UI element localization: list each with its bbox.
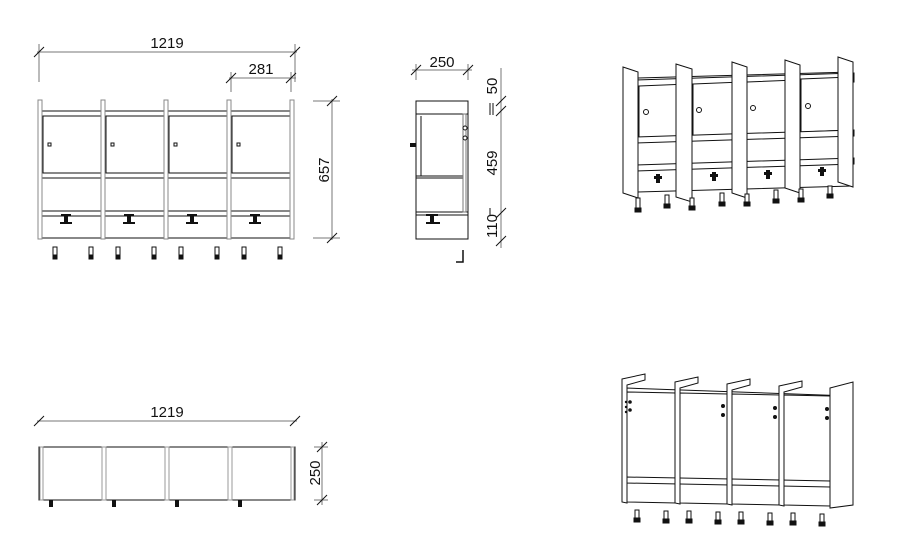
door-knob-icon (696, 107, 702, 113)
dim-label-plan-depth: 250 (307, 460, 324, 485)
leg-icon (151, 246, 157, 260)
dimension-plan-depth (314, 441, 328, 506)
dim-label-plan-width: 1219 (150, 404, 183, 421)
front-cabinet (37, 99, 295, 240)
dimension-section-width (225, 72, 297, 92)
legs (633, 509, 826, 527)
dimension-overall-height (313, 95, 340, 244)
dim-label-section: 281 (248, 61, 273, 78)
dim-label-height: 657 (316, 157, 333, 182)
legs (52, 246, 283, 260)
door-knob-icon (47, 142, 52, 147)
plan-legs (49, 500, 242, 507)
hinge-icon (628, 400, 632, 404)
door-knob-icon (236, 142, 241, 147)
hinge-icon (462, 135, 468, 141)
door-knob-icon (410, 143, 416, 147)
leg-icon (214, 246, 220, 260)
coat-hook-icon (186, 214, 198, 224)
top-plan-view: 1219 250 (33, 404, 328, 507)
leg-icon (52, 246, 58, 260)
door-knob-icon (750, 105, 756, 111)
plan-cabinet (38, 446, 296, 501)
hinge-icon (773, 406, 777, 410)
isometric-back-view (621, 373, 854, 527)
dimension-depth (410, 64, 474, 80)
door-knob-icon (805, 103, 811, 109)
dim-label-width: 1219 (150, 35, 183, 52)
dimension-overall-width (33, 44, 301, 82)
dim-label-top: 50 (484, 78, 501, 95)
coat-hook-icon (249, 214, 261, 224)
dim-label-bottom: 110 (484, 214, 501, 238)
leg-icon (115, 246, 121, 260)
leg-icon (456, 250, 464, 263)
hinge-icon (721, 404, 725, 408)
dimension-vertical-breakdown (489, 68, 507, 248)
coat-hooks (60, 214, 261, 224)
leg-icon (241, 246, 247, 260)
leg-icon (178, 246, 184, 260)
legs (634, 185, 834, 213)
side-cabinet (415, 100, 469, 240)
dimension-plan-width (33, 415, 301, 427)
hinge-icon (825, 407, 829, 411)
front-elevation-view: 1219 281 657 (33, 35, 340, 260)
leg-icon (277, 246, 283, 260)
coat-hook-icon (123, 214, 135, 224)
door-knob-icon (643, 109, 649, 115)
hinge-icon (462, 125, 468, 131)
coat-hook-icon (426, 214, 440, 224)
dim-label-middle: 459 (484, 150, 501, 175)
door-knob-icon (110, 142, 115, 147)
isometric-front-view (622, 56, 855, 213)
side-elevation-view: 250 50 459 (410, 54, 507, 263)
dim-label-depth: 250 (429, 54, 454, 71)
door-knob-icon (173, 142, 178, 147)
leg-icon (88, 246, 94, 260)
coat-hook-icon (60, 214, 72, 224)
